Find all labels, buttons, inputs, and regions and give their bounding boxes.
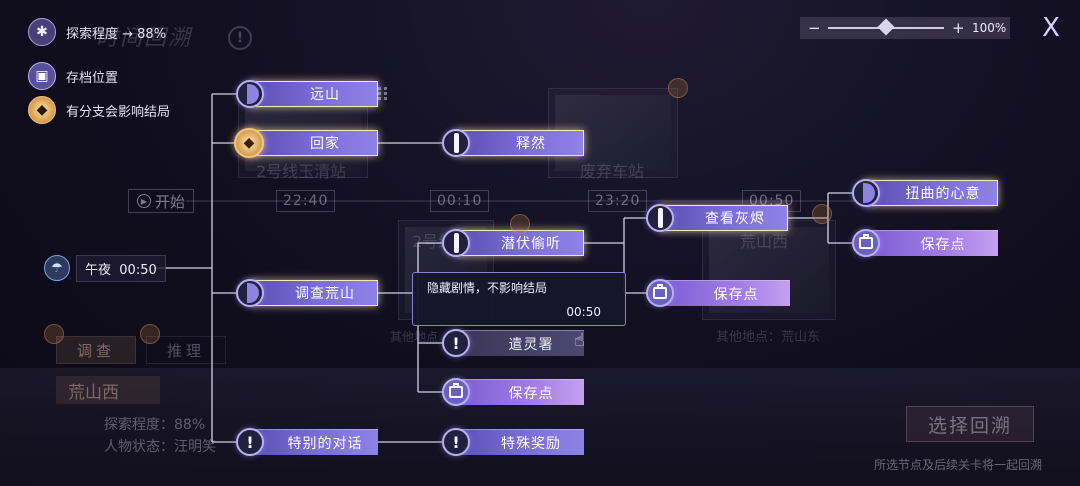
location-name: 荒山西	[56, 376, 160, 404]
branch-ending-icon: ◆	[234, 128, 264, 158]
node-save-3[interactable]: 保存点	[442, 378, 584, 406]
branch-ghost-icon	[140, 324, 160, 344]
midnight-start[interactable]: ☂ 午夜 00:50	[44, 254, 166, 282]
timeline-time: 00:10	[430, 190, 490, 212]
node-qianling[interactable]: ! 遣灵署	[442, 329, 584, 357]
info-icon: !	[228, 26, 252, 50]
close-button[interactable]: X	[1042, 13, 1060, 43]
node-cap-icon	[852, 179, 880, 207]
branch-ghost-icon	[510, 214, 530, 234]
other-location-left: 其他地点	[390, 330, 439, 344]
node-cap-icon	[646, 204, 674, 232]
puzzle-icon: ✱	[28, 18, 56, 46]
tooltip-text: 隐藏剧情，不影响结局	[427, 281, 548, 295]
node-label: 回家	[250, 130, 378, 156]
save-icon	[852, 229, 880, 257]
midnight-box: 午夜 00:50	[76, 254, 166, 282]
node-label: 保存点	[866, 230, 998, 256]
save-icon: ▣	[28, 62, 56, 90]
timeline-start-label: 开始	[155, 192, 186, 211]
save-icon	[442, 378, 470, 406]
exclamation-icon: !	[236, 428, 264, 456]
node-label: 释然	[456, 130, 584, 156]
node-tebie[interactable]: ! 特别的对话	[236, 428, 378, 456]
node-label: 遣灵署	[456, 330, 584, 356]
legend-branch: ◆ 有分支会影响结局	[28, 96, 170, 124]
timeline-time: 23:20	[588, 190, 648, 212]
explore-stat: 探索程度：88%	[104, 417, 206, 433]
zoom-control: − + 100%	[800, 17, 1010, 39]
character-stat: 人物状态：汪明笑	[104, 439, 216, 455]
node-save-2[interactable]: 保存点	[646, 279, 790, 307]
select-note: 所选节点及后续关卡将一起回溯	[874, 458, 1043, 472]
bg-thumb-1-label: 2号线玉清站	[256, 162, 347, 181]
node-cap-icon	[236, 279, 264, 307]
bg-thumb-3-label: 荒山西	[740, 232, 789, 251]
branch-icon: ◆	[28, 96, 56, 124]
midnight-time: 00:50	[119, 262, 157, 278]
rain-cloud-icon: ☂	[44, 255, 70, 281]
node-label: 远山	[250, 81, 378, 107]
node-label: 调查荒山	[250, 280, 378, 306]
legend-save: ▣ 存档位置	[28, 62, 118, 90]
play-icon: ▶	[137, 194, 151, 208]
node-qianfu[interactable]: 潜伏偷听	[442, 229, 584, 257]
exclamation-icon: !	[442, 428, 470, 456]
select-rewind-button[interactable]: 选择回溯	[906, 406, 1034, 442]
node-label: 特别的对话	[250, 429, 378, 455]
hand-cursor-icon: ☝	[574, 330, 585, 351]
hidden-story-tooltip: 隐藏剧情，不影响结局 00:50	[412, 272, 626, 326]
node-yuanshan[interactable]: 远山	[236, 80, 387, 108]
node-teshu[interactable]: ! 特殊奖励	[442, 428, 584, 456]
zoom-level: 100%	[972, 21, 1007, 35]
zoom-slider[interactable]	[828, 18, 944, 36]
timeline-start: ▶ 开始	[128, 189, 195, 213]
legend-branch-label: 有分支会影响结局	[66, 104, 171, 120]
node-label: 特殊奖励	[456, 429, 584, 455]
ghost-title: 时间回溯	[96, 26, 193, 51]
node-niuqu[interactable]: 扭曲的心意	[852, 179, 998, 207]
node-label: 查看灰烬	[660, 205, 788, 231]
midnight-label: 午夜	[85, 262, 112, 278]
node-shiran[interactable]: 释然	[442, 129, 584, 157]
node-save-1[interactable]: 保存点	[852, 229, 998, 257]
legend-explore-label: 探索程度 → 88%	[66, 26, 167, 42]
branch-ghost-icon	[44, 324, 64, 344]
branch-ghost-icon	[812, 204, 832, 224]
legend-save-label: 存档位置	[66, 70, 119, 86]
tooltip-time: 00:50	[566, 305, 601, 319]
exclamation-icon: !	[442, 329, 470, 357]
branch-ghost-icon	[668, 78, 688, 98]
legend-explore: ✱ 探索程度 → 88%	[28, 18, 166, 46]
node-chakan[interactable]: 查看灰烬	[646, 204, 788, 232]
zoom-out-button[interactable]: −	[808, 19, 821, 37]
tab-investigate[interactable]: 调查	[56, 336, 136, 364]
node-label: 保存点	[660, 280, 790, 306]
bg-thumb-2-label: 废弃车站	[580, 162, 645, 181]
zoom-in-button[interactable]: +	[952, 19, 965, 37]
node-label: 保存点	[456, 379, 584, 405]
node-cap-icon	[442, 129, 470, 157]
timeline-time: 22:40	[276, 190, 336, 212]
other-location-right: 其他地点：荒山东	[716, 330, 821, 345]
tab-reason[interactable]: 推理	[146, 336, 226, 364]
save-icon	[646, 279, 674, 307]
node-cap-icon	[236, 80, 264, 108]
node-diaocha[interactable]: 调查荒山	[236, 279, 378, 307]
node-cap-icon	[442, 229, 470, 257]
node-label: 扭曲的心意	[866, 180, 998, 206]
bg-thumb-2	[548, 88, 678, 178]
